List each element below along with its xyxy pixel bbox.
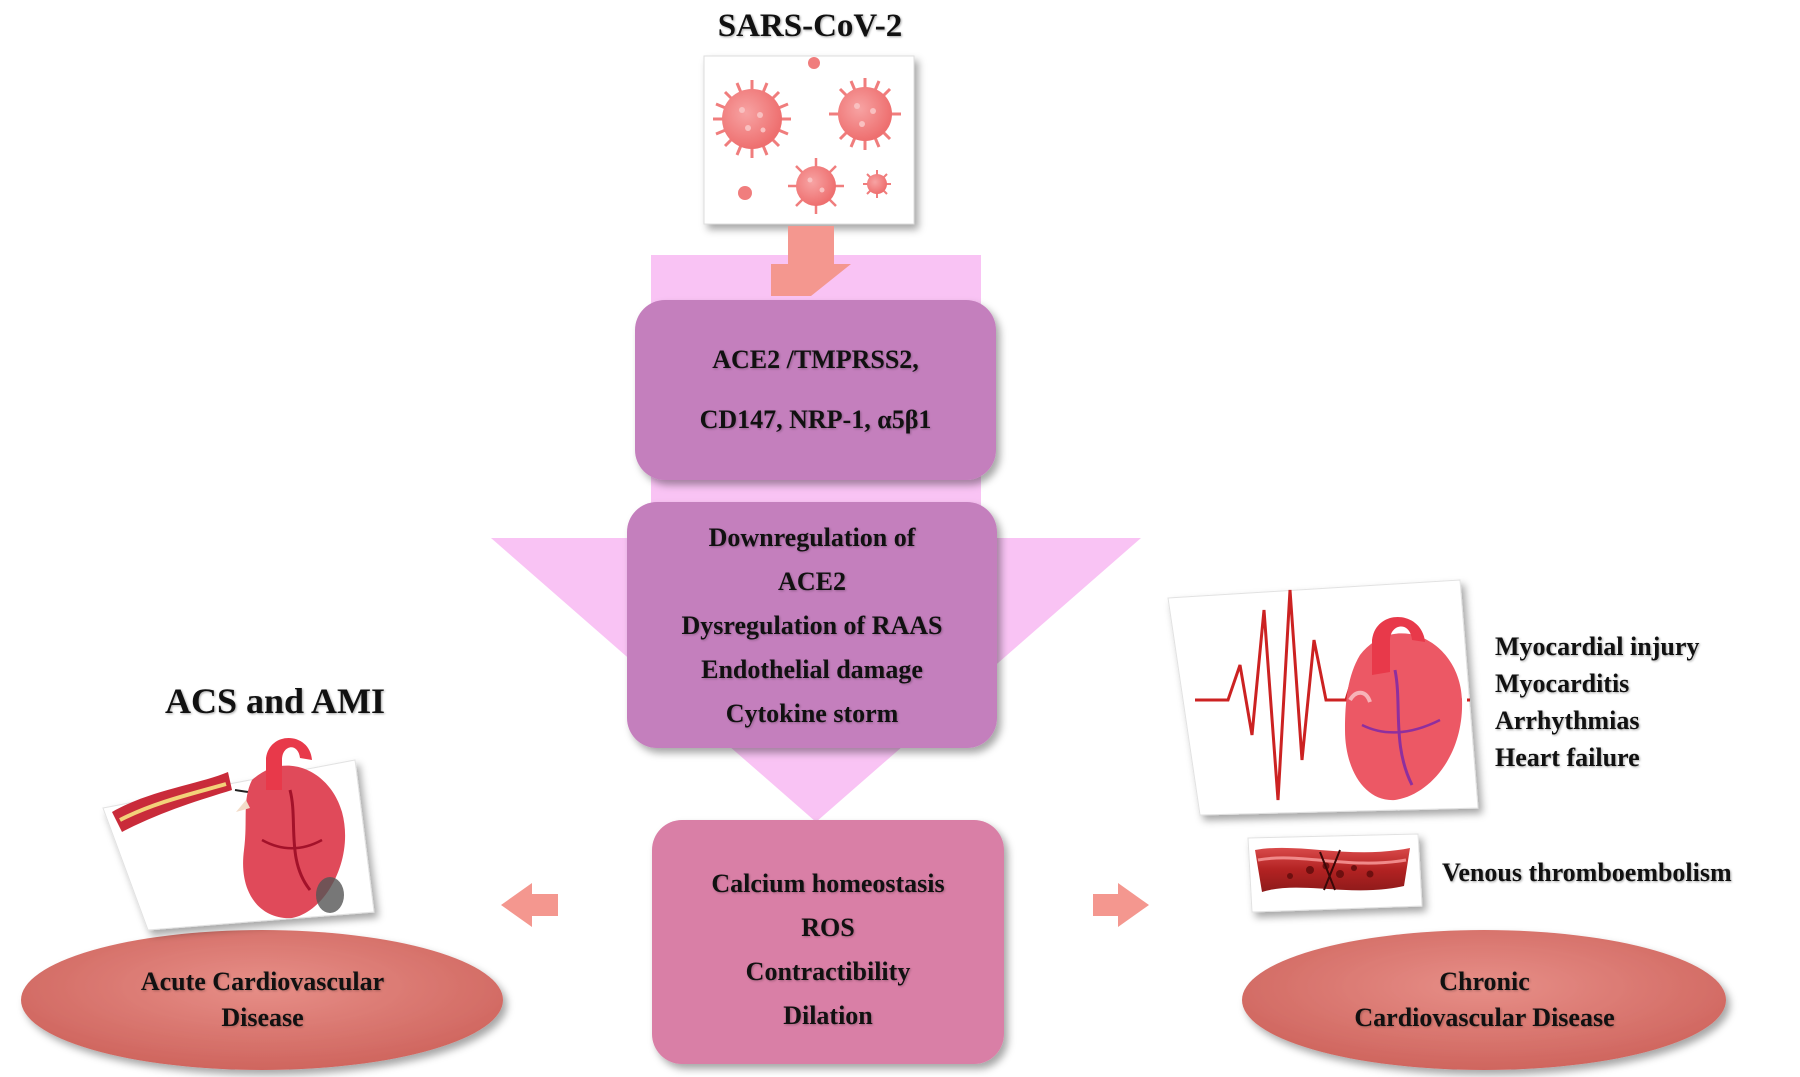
- acute-ellipse-line: Acute Cardiovascular: [140, 967, 385, 996]
- acute-ellipse-text: Acute Cardiovascular Disease: [40, 950, 485, 1050]
- mechanism-line: Cytokine storm: [725, 699, 899, 728]
- artery-segment: [112, 772, 232, 832]
- acute-ellipse: [21, 930, 503, 1070]
- effect-line: Calcium homeostasis: [711, 869, 945, 898]
- virus-title: SARS-CoV-2: [717, 8, 903, 44]
- condition-item: Heart failure: [1495, 743, 1640, 772]
- virus-particle-dot: [808, 57, 820, 69]
- receptors-box-text: ACE2 /TMPRSS2, CD147, NRP-1, α5β1: [635, 300, 996, 480]
- chronic-ellipse-line: Chronic: [1439, 967, 1530, 996]
- down-arrow: [771, 226, 851, 296]
- virus-particle-small: [863, 170, 891, 198]
- effect-line: Contractibility: [745, 957, 911, 986]
- virus-icon: [703, 55, 915, 225]
- effect-line: Dilation: [783, 1001, 873, 1030]
- receptors-box: [635, 300, 996, 480]
- condition-item: Arrhythmias: [1495, 706, 1640, 735]
- effects-box-text: Calcium homeostasis ROS Contractibility …: [652, 860, 1004, 1040]
- plaque: [119, 782, 227, 822]
- mechanism-line: Downregulation of: [708, 523, 916, 552]
- heart-vessel-icon: [102, 737, 375, 931]
- effect-line: ROS: [801, 913, 855, 942]
- condition-item: Myocarditis: [1495, 669, 1630, 698]
- acute-ellipse-line: Disease: [221, 1003, 304, 1032]
- mechanisms-box-text: Downregulation of ACE2 Dysregulation of …: [627, 520, 997, 732]
- effects-box: [652, 820, 1004, 1064]
- chronic-ellipse-text: Chronic Cardiovascular Disease: [1262, 950, 1707, 1050]
- blood-vessel-icon: [1247, 833, 1423, 913]
- right-arrow: [1093, 883, 1149, 927]
- receptors-line: ACE2 /TMPRSS2,: [712, 345, 919, 374]
- virus-particle-dot: [738, 186, 752, 200]
- mechanism-line: Dysregulation of RAAS: [681, 611, 943, 640]
- chronic-conditions-list: Myocardial injury Myocarditis Arrhythmia…: [1495, 628, 1785, 776]
- heart-illustration: [1345, 616, 1463, 801]
- acute-heading: ACS and AMI: [164, 681, 386, 721]
- ecg-heart-icon: [1167, 579, 1479, 816]
- virus-particle-bottom: [788, 158, 844, 214]
- receptors-line: CD147, NRP-1, α5β1: [699, 405, 932, 434]
- heart-illustration: [236, 737, 346, 919]
- left-arrow: [501, 883, 558, 927]
- condition-item: Myocardial injury: [1495, 632, 1700, 661]
- vte-label: Venous thromboembolism: [1442, 858, 1732, 887]
- chronic-ellipse: [1242, 930, 1726, 1070]
- mechanism-line: Endothelial damage: [701, 655, 923, 684]
- mechanism-line: ACE2: [778, 567, 846, 596]
- chronic-ellipse-line: Cardiovascular Disease: [1354, 1003, 1615, 1032]
- virus-particle-right: [829, 78, 901, 150]
- mechanisms-box: [627, 502, 997, 748]
- virus-particle-large: [713, 80, 791, 158]
